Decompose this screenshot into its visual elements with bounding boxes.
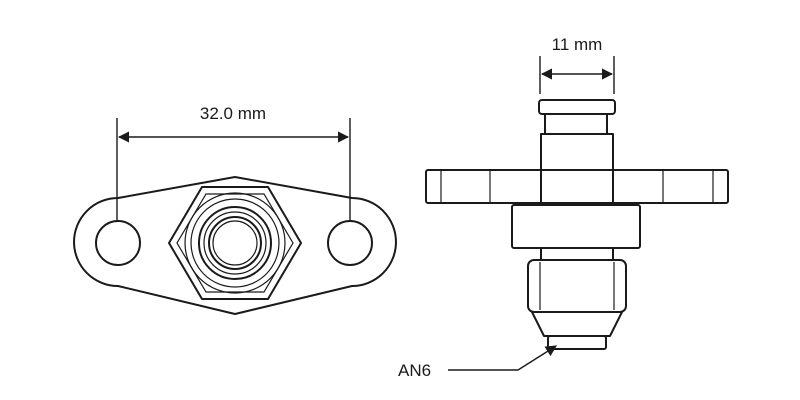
an-fitting-body (527, 259, 627, 313)
front-view: 32.0 mm (73, 104, 397, 315)
lower-boss (511, 204, 641, 249)
top-neck (544, 113, 608, 135)
stem (540, 247, 614, 261)
nut-thread-circle (184, 192, 286, 294)
cap-dimension-label: 11 mm (552, 35, 603, 54)
hex-nut-chamfer (176, 193, 294, 293)
an6-leader-line (448, 345, 557, 371)
side-view: 11 mm AN6 (398, 35, 729, 380)
side-flange (425, 169, 729, 204)
fitting-inner-bore (212, 220, 258, 266)
fitting-bore (208, 216, 262, 270)
width-dimension-label: 32.0 mm (200, 104, 266, 123)
nut-face-circle (190, 198, 280, 288)
fitting-mid-ring (203, 211, 267, 275)
left-bolt-hole (95, 220, 141, 266)
top-cap (538, 99, 616, 115)
an6-callout-label: AN6 (398, 361, 431, 380)
fitting-cone (531, 311, 623, 337)
right-bolt-hole (327, 220, 373, 266)
fitting-tip (547, 335, 607, 350)
